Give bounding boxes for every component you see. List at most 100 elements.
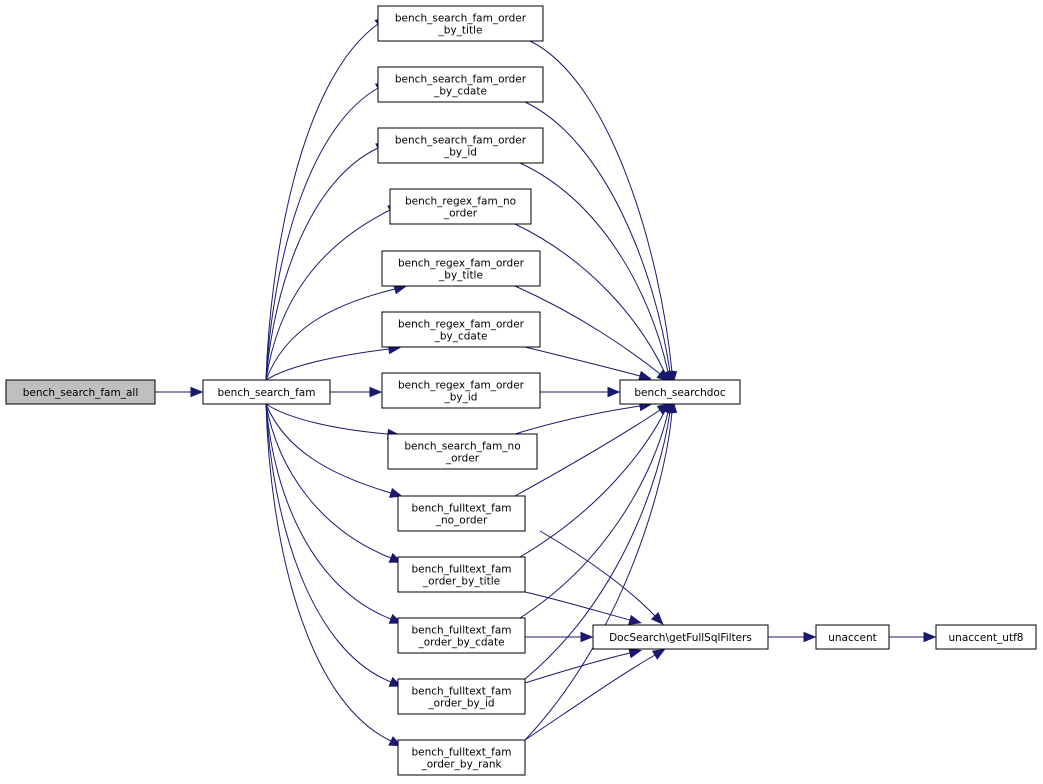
edge-bench_fulltext_fam_no_order-to-bench_searchdoc	[514, 403, 671, 497]
node-label: unaccent	[828, 632, 877, 644]
node-label: _by_id	[444, 392, 478, 404]
arrowhead	[369, 386, 383, 398]
edge-DocSearch_getFullSqlFilters-to-unaccent	[768, 631, 817, 643]
node-unaccent_utf8[interactable]: unaccent_utf8	[935, 624, 1037, 650]
node-bench_search_fam_order_by_id[interactable]: bench_search_fam_order_by_id	[377, 127, 544, 164]
edge-line	[514, 405, 641, 435]
edge-bench_search_fam-to-bench_search_fam_no_order	[265, 403, 401, 440]
node-label: bench_fulltext_fam	[412, 625, 512, 637]
node-box	[397, 617, 526, 654]
node-box	[377, 66, 544, 103]
arrowhead	[666, 399, 678, 413]
node-bench_search_fam[interactable]: bench_search_fam	[202, 379, 331, 405]
node-bench_search_fam_order_by_cdate[interactable]: bench_search_fam_order_by_cdate	[377, 66, 544, 103]
node-label: _order_by_id	[427, 698, 494, 710]
edge-line	[524, 411, 673, 741]
node-bench_fulltext_fam_no_order[interactable]: bench_fulltext_fam_no_order	[397, 495, 526, 532]
edge-line	[265, 403, 389, 435]
node-bench_regex_fam_order_by_cdate[interactable]: bench_regex_fam_order_by_cdate	[381, 311, 541, 348]
edge-bench_fulltext_fam_order_by_id-to-DocSearch_getFullSqlFilters	[524, 647, 642, 684]
node-label: _by_title	[438, 25, 483, 37]
edge-line	[265, 403, 392, 494]
node-label: bench_fulltext_fam	[412, 747, 512, 759]
node-bench_searchdoc[interactable]: bench_searchdoc	[619, 379, 741, 405]
edge-line	[514, 409, 661, 497]
arrowhead	[656, 369, 670, 382]
node-label: bench_search_fam_order	[395, 13, 527, 25]
arrowhead	[580, 631, 594, 643]
node-box	[592, 624, 769, 650]
node-box	[202, 379, 331, 405]
node-bench_fulltext_fam_order_by_cdate[interactable]: bench_fulltext_fam_order_by_cdate	[397, 617, 526, 654]
edge-line	[524, 654, 656, 741]
edge-line	[524, 591, 631, 621]
edge-line	[265, 87, 379, 381]
edge-bench_search_fam-to-bench_regex_fam_order_by_cdate	[265, 343, 402, 381]
node-label: bench_regex_fam_order	[398, 319, 525, 331]
edge-line	[524, 101, 671, 373]
edge-bench_regex_fam_no_order-to-bench_searchdoc	[514, 223, 671, 385]
node-bench_regex_fam_no_order[interactable]: bench_regex_fam_no_order	[389, 188, 532, 225]
edge-bench_search_fam-to-bench_search_fam_order_by_id	[265, 142, 390, 381]
edge-bench_search_fam_order_by_id-to-bench_searchdoc	[519, 162, 674, 384]
edge-bench_regex_fam_order_by_cdate-to-bench_searchdoc	[524, 346, 652, 381]
arrowhead	[803, 631, 817, 643]
edge-line	[519, 410, 666, 558]
edge-line	[519, 162, 669, 373]
node-bench_fulltext_fam_order_by_rank[interactable]: bench_fulltext_fam_order_by_rank	[397, 739, 526, 776]
edge-line	[514, 223, 666, 374]
arrowhead	[638, 370, 652, 381]
node-label: _no_order	[435, 515, 488, 527]
node-label: bench_regex_fam_order	[398, 380, 525, 392]
edge-unaccent-to-unaccent_utf8	[889, 631, 937, 643]
node-label: unaccent_utf8	[949, 632, 1024, 644]
edge-line	[265, 209, 391, 381]
node-bench_fulltext_fam_order_by_title[interactable]: bench_fulltext_fam_order_by_title	[397, 556, 526, 593]
edge-bench_fulltext_fam_order_by_title-to-DocSearch_getFullSqlFilters	[524, 591, 642, 625]
edge-bench_search_fam_all-to-bench_search_fam	[155, 386, 204, 398]
node-box	[381, 372, 541, 409]
node-box	[397, 678, 526, 715]
node-box	[377, 127, 544, 164]
edge-bench_fulltext_fam_order_by_rank-to-DocSearch_getFullSqlFilters	[524, 648, 666, 741]
node-label: bench_search_fam_no	[404, 441, 520, 453]
edge-bench_search_fam-to-bench_search_fam_order_by_cdate	[265, 81, 389, 381]
node-label: _order	[445, 453, 480, 465]
arrowhead	[628, 614, 642, 625]
node-label: bench_fulltext_fam	[412, 503, 512, 515]
edge-bench_search_fam-to-bench_fulltext_fam_no_order	[265, 403, 403, 498]
node-box	[381, 250, 541, 287]
edge-bench_fulltext_fam_order_by_cdate-to-bench_searchdoc	[519, 400, 674, 619]
edge-bench_search_fam-to-bench_regex_fam_order_by_id	[330, 386, 383, 398]
node-bench_search_fam_order_by_title[interactable]: bench_search_fam_order_by_title	[377, 5, 544, 42]
node-box	[377, 5, 544, 42]
node-unaccent[interactable]: unaccent	[815, 624, 890, 650]
edge-line	[265, 403, 392, 683]
node-label: _order_by_title	[422, 576, 500, 588]
edge-line	[524, 411, 671, 680]
node-DocSearch_getFullSqlFilters[interactable]: DocSearch\getFullSqlFilters	[592, 624, 769, 650]
node-bench_regex_fam_order_by_title[interactable]: bench_regex_fam_order_by_title	[381, 250, 541, 287]
node-box	[935, 624, 1037, 650]
edge-line	[265, 23, 379, 381]
edge-bench_search_fam-to-bench_fulltext_fam_order_by_rank	[265, 403, 403, 747]
edge-bench_fulltext_fam_order_by_cdate-to-DocSearch_getFullSqlFilters	[525, 631, 594, 643]
node-box	[381, 311, 541, 348]
node-label: bench_regex_fam_order	[398, 258, 525, 270]
edge-line	[265, 403, 392, 742]
edge-line	[265, 403, 392, 559]
node-label: bench_search_fam_order	[395, 135, 527, 147]
node-label: _order_by_rank	[420, 759, 502, 771]
node-bench_search_fam_no_order[interactable]: bench_search_fam_no_order	[387, 433, 538, 470]
node-bench_search_fam_all[interactable]: bench_search_fam_all	[5, 379, 156, 405]
arrowhead	[389, 487, 403, 498]
node-bench_regex_fam_order_by_id[interactable]: bench_regex_fam_order_by_id	[381, 372, 541, 409]
edge-bench_fulltext_fam_no_order-to-DocSearch_getFullSqlFilters	[539, 530, 664, 625]
edge-bench_regex_fam_order_by_id-to-bench_searchdoc	[540, 386, 621, 398]
node-bench_fulltext_fam_order_by_id[interactable]: bench_fulltext_fam_order_by_id	[397, 678, 526, 715]
edge-bench_search_fam-to-bench_fulltext_fam_order_by_id	[265, 403, 403, 687]
node-label: bench_fulltext_fam	[412, 686, 512, 698]
arrowhead	[652, 648, 666, 660]
node-box	[5, 379, 156, 405]
node-box	[397, 495, 526, 532]
